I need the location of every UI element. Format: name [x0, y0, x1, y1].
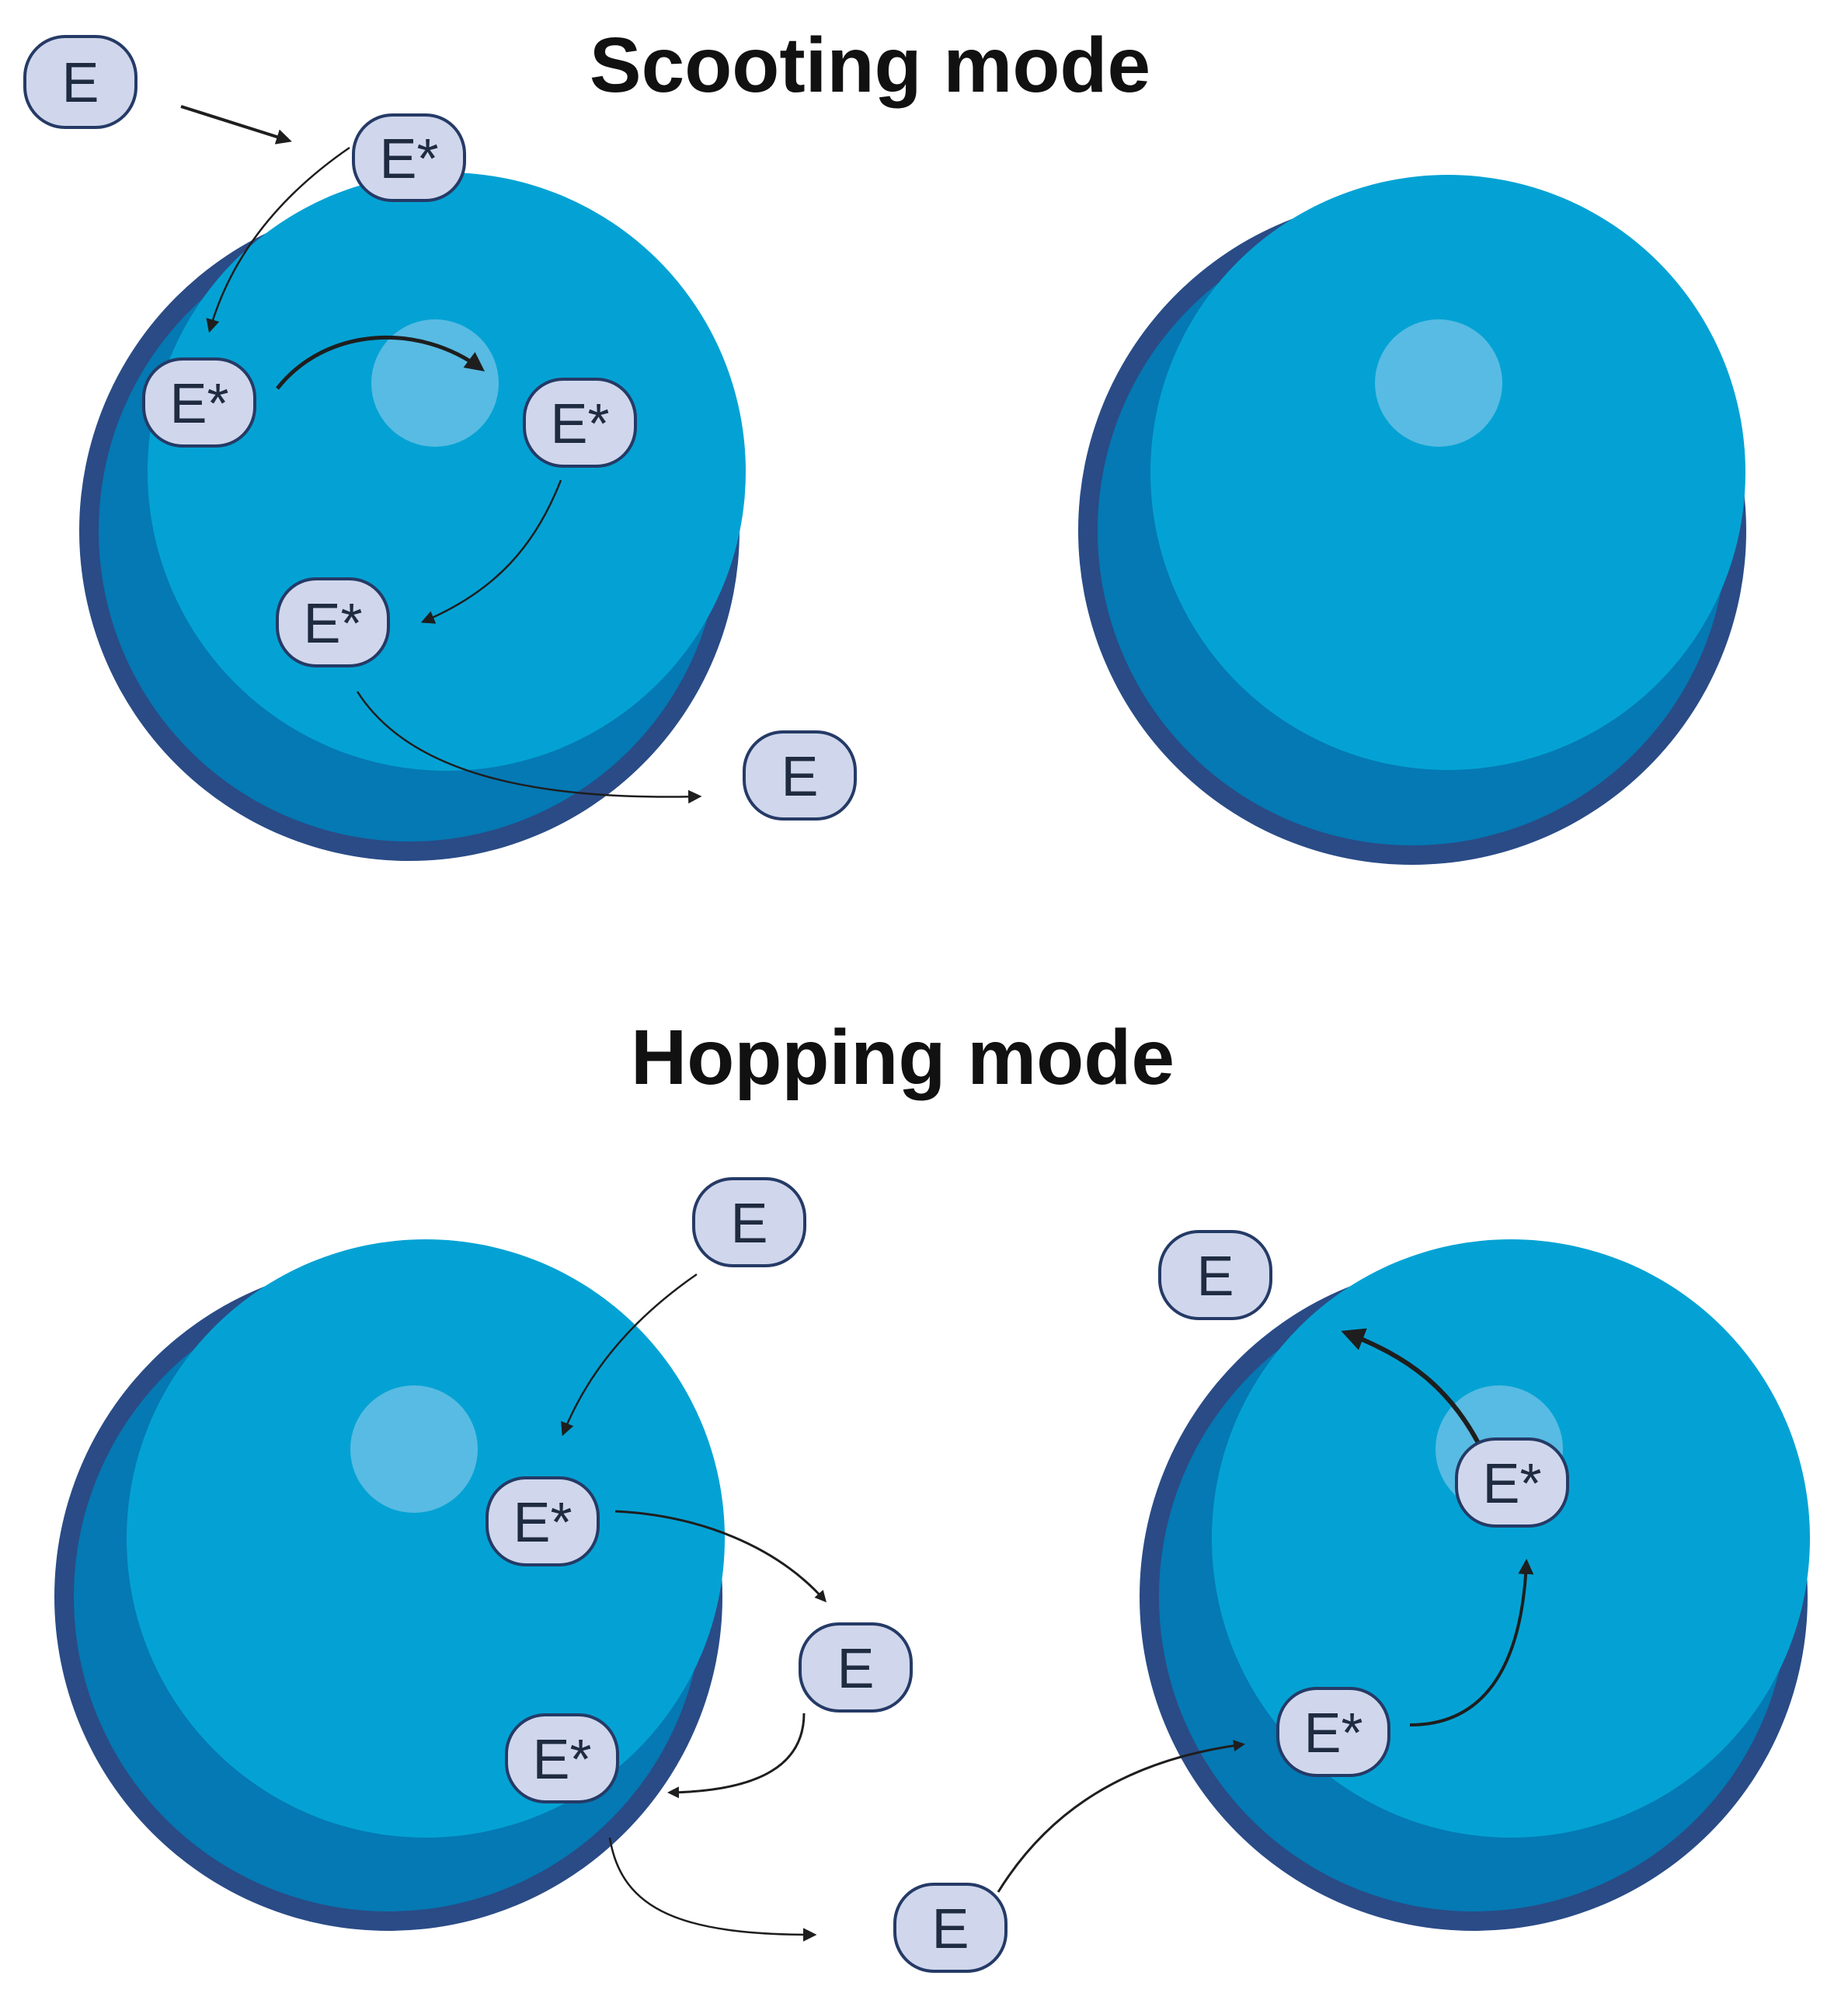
svg-text:E*: E*	[379, 128, 438, 190]
vesicle-highlight	[1375, 319, 1502, 447]
arrow-scoot-2	[420, 479, 562, 624]
enzyme-bound: E*	[485, 1476, 600, 1566]
enzyme-bound: E*	[276, 577, 390, 667]
arrow-hop-escape	[1341, 1328, 1488, 1458]
enzyme-bound: E*	[142, 357, 256, 448]
arrow-hop-scoot	[1409, 1559, 1534, 1727]
svg-text:E: E	[931, 1898, 969, 1960]
enzyme-free: E	[1158, 1230, 1272, 1320]
enzyme-bound: E*	[352, 113, 466, 202]
svg-text:E: E	[730, 1193, 767, 1255]
svg-text:E*: E*	[169, 373, 228, 435]
arrow-scoot-1	[276, 335, 485, 390]
arrow-hop-bind	[561, 1273, 698, 1437]
vesicle-scooting-right	[1078, 175, 1746, 865]
enzyme-free: E	[23, 35, 137, 129]
arrow-hop-transfer	[997, 1740, 1245, 1893]
arrow-bind	[206, 146, 350, 333]
arrows-scooting	[180, 105, 702, 804]
svg-text:E*: E*	[550, 393, 609, 455]
enzyme-bound: E*	[1276, 1687, 1390, 1777]
title-hopping-mode: Hopping mode	[631, 1014, 1175, 1101]
enzyme-bound: E*	[523, 378, 637, 468]
arrow-hop-on	[667, 1713, 806, 1799]
enzyme-free: E	[692, 1177, 806, 1267]
vesicle-highlight	[350, 1385, 478, 1513]
arrow-approach	[180, 105, 292, 145]
svg-text:E: E	[1196, 1246, 1234, 1308]
svg-text:E: E	[781, 746, 818, 808]
svg-text:E: E	[61, 52, 99, 114]
enzyme-free: E	[893, 1883, 1008, 1973]
arrow-release	[356, 691, 702, 804]
vesicle-highlight	[371, 319, 499, 447]
arrows-hopping	[561, 1273, 1534, 1942]
vesicle-hopping-left	[54, 1239, 725, 1931]
enzyme-bound: E*	[505, 1713, 619, 1803]
vesicle-hopping-right	[1140, 1239, 1810, 1931]
svg-text:E*: E*	[513, 1492, 572, 1554]
vesicle-scooting-left	[79, 172, 746, 861]
svg-text:E*: E*	[1482, 1453, 1541, 1515]
svg-text:E*: E*	[1303, 1702, 1363, 1765]
arrow-hop-away	[608, 1837, 817, 1942]
enzyme-free: E	[799, 1622, 913, 1713]
title-scooting-mode: Scooting mode	[590, 22, 1150, 109]
enzyme-bound: E*	[1455, 1437, 1569, 1528]
enzyme-nodes: E E* E* E* E* E E E*	[23, 35, 1569, 1973]
svg-text:E*: E*	[303, 593, 362, 655]
arrow-hop-off	[614, 1510, 827, 1603]
enzyme-free: E	[743, 730, 857, 821]
svg-text:E*: E*	[532, 1729, 591, 1791]
svg-text:E: E	[837, 1638, 874, 1700]
